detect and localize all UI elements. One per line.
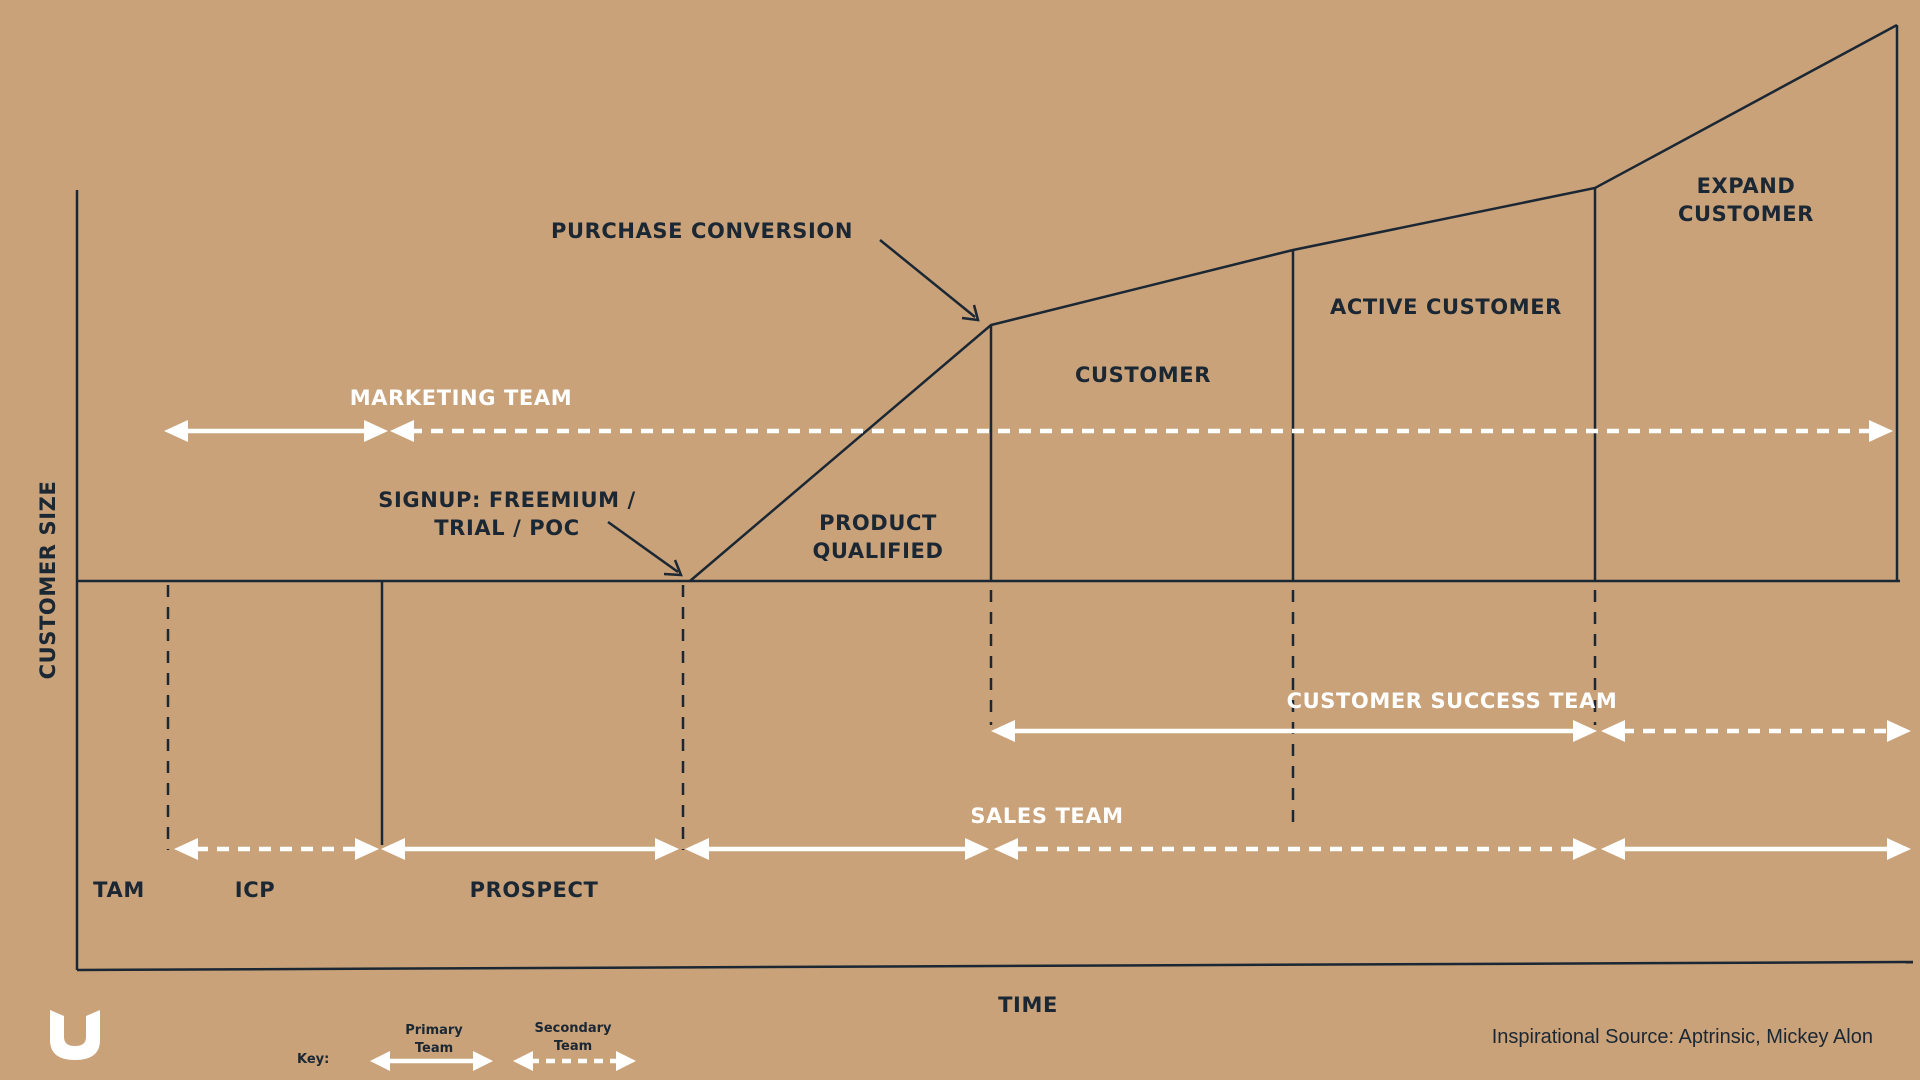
customer-success-team-label: CUSTOMER SUCCESS TEAM	[1287, 689, 1618, 713]
signup-label-2: TRIAL / POC	[434, 516, 580, 540]
source-credit: Inspirational Source: Aptrinsic, Mickey …	[1492, 1026, 1873, 1048]
purchase-conversion-pointer	[879, 239, 980, 322]
stage-label-expand-customer-2: CUSTOMER	[1678, 202, 1814, 226]
legend-primary-label-2: Team	[415, 1041, 453, 1056]
expansion-primary-arrow	[1601, 838, 1911, 860]
sales-team-label: SALES TEAM	[970, 804, 1123, 828]
stage-label-active-customer: ACTIVE CUSTOMER	[1330, 295, 1562, 319]
stage-label-customer: CUSTOMER	[1075, 363, 1211, 387]
customer-success-secondary-arrow	[1601, 720, 1911, 742]
purchase-conversion-label: PURCHASE CONVERSION	[551, 219, 853, 243]
prospect-primary-arrow	[381, 838, 679, 860]
sales-secondary-arrow	[994, 838, 1597, 860]
signup-pointer	[607, 520, 683, 577]
legend: Key: Primary Team Secondary Team	[297, 1021, 636, 1071]
marketing-secondary-arrow	[390, 420, 1893, 442]
stage-label-product-qualified-2: QUALIFIED	[812, 539, 943, 563]
y-axis-label: CUSTOMER SIZE	[36, 481, 60, 680]
stage-label-tam: TAM	[93, 878, 145, 902]
marketing-primary-arrow	[164, 420, 388, 442]
legend-title: Key:	[297, 1052, 329, 1067]
legend-primary-arrow	[370, 1051, 493, 1071]
stage-label-product-qualified-1: PRODUCT	[819, 511, 937, 535]
stage-label-icp: ICP	[235, 878, 275, 902]
brand-logo-icon	[50, 1010, 100, 1060]
stage-label-prospect: PROSPECT	[470, 878, 599, 902]
x-axis	[76, 960, 1914, 972]
icp-secondary-arrow	[174, 838, 379, 860]
x-axis-label: TIME	[998, 993, 1058, 1017]
signup-label-1: SIGNUP: FREEMIUM /	[378, 488, 636, 512]
legend-primary-label-1: Primary	[405, 1023, 463, 1038]
sales-primary-arrow	[685, 838, 989, 860]
legend-secondary-label-1: Secondary	[534, 1021, 612, 1036]
marketing-team-label: MARKETING TEAM	[350, 386, 572, 410]
legend-secondary-arrow	[513, 1051, 636, 1071]
legend-secondary-label-2: Team	[554, 1039, 592, 1054]
customer-success-primary-arrow	[991, 720, 1597, 742]
stage-label-expand-customer-1: EXPAND	[1697, 174, 1796, 198]
